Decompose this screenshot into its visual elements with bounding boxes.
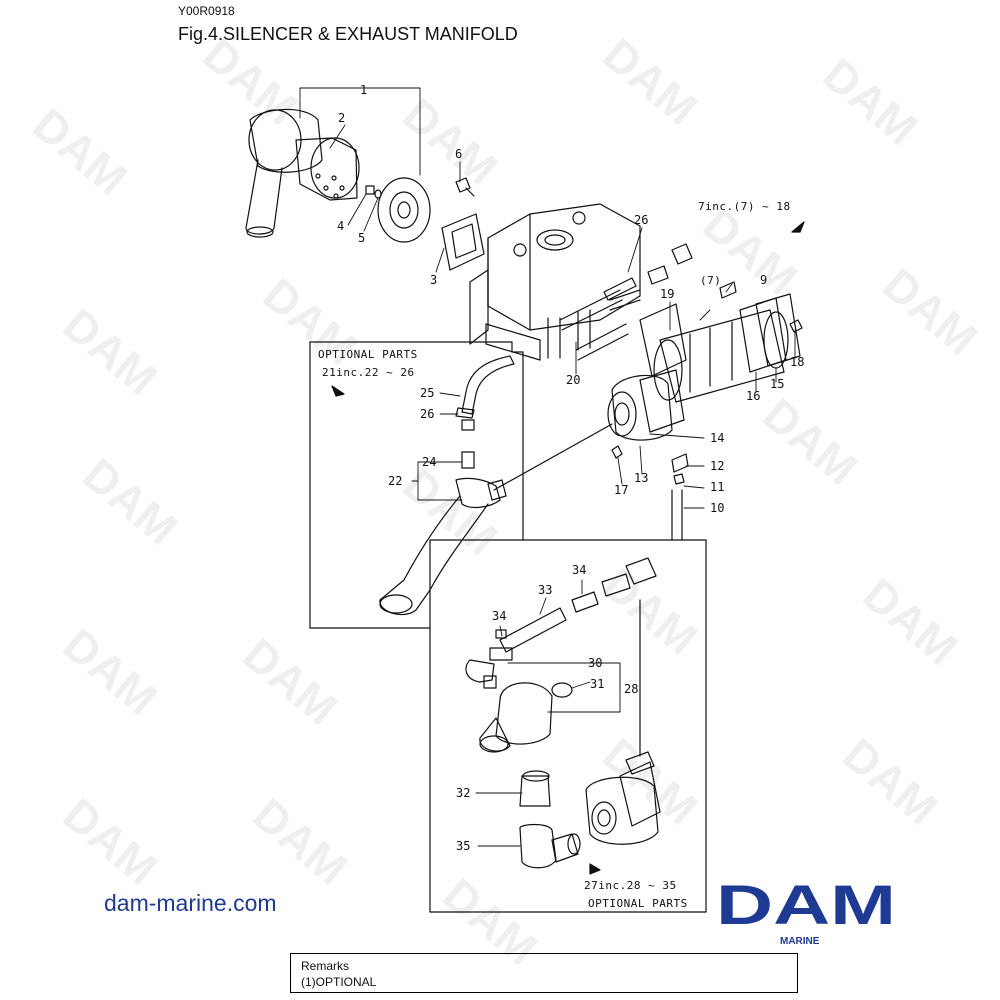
watermark-text: DAM (594, 558, 708, 665)
watermark-text: DAM (54, 618, 168, 725)
group-labels: 7inc.(7) ~ 18 (7) OPTIONAL PARTS 21inc.2… (318, 200, 791, 910)
watermark-text: DAM (814, 48, 928, 155)
group-arrow-27 (589, 863, 601, 875)
callout-20: 20 (566, 373, 580, 387)
silencer-assembly (245, 108, 485, 271)
callout-4: 4 (337, 219, 344, 233)
callout-5: 5 (358, 231, 365, 245)
group-label-7-paren: (7) (700, 274, 721, 287)
optional-mixing-elbow-parts (379, 355, 613, 615)
callout-19: 19 (660, 287, 674, 301)
figure-title: Fig.4.SILENCER & EXHAUST MANIFOLD (178, 24, 518, 44)
leader-lines (299, 87, 796, 847)
optional-water-pump-parts (465, 557, 661, 869)
watermark-text: DAM (74, 448, 188, 555)
remarks-box: Remarks (1)OPTIONAL (290, 953, 798, 993)
watermark-text: DAM (594, 28, 708, 135)
remarks-note: (1)OPTIONAL (301, 975, 377, 989)
watermark-text: DAM (854, 568, 968, 675)
callout-24: 24 (422, 455, 436, 469)
callout-28: 28 (624, 682, 638, 696)
callout-2: 2 (338, 111, 345, 125)
callout-22: 22 (388, 474, 402, 488)
watermark-layer: DAM DAM DAM DAM DAM DAM DAM DAM DAM DAM … (24, 28, 988, 975)
callout-26: 26 (634, 213, 648, 227)
watermark-text: DAM (244, 788, 358, 895)
group-arrow-7 (791, 221, 805, 233)
watermark-text: DAM (54, 788, 168, 895)
document-code: Y00R0918 (178, 4, 235, 18)
optional-top-title: OPTIONAL PARTS (318, 348, 418, 361)
watermark-text: DAM (234, 628, 348, 735)
callout-12: 12 (710, 459, 724, 473)
group-arrow-21 (331, 385, 345, 397)
watermark-text: DAM (394, 458, 508, 565)
callout-33: 33 (538, 583, 552, 597)
optional-bottom-title: OPTIONAL PARTS (588, 897, 688, 910)
logo-subtext: MARINE (780, 936, 820, 947)
group-label-7: 7inc.(7) ~ 18 (698, 200, 791, 213)
watermark-text: DAM (874, 258, 988, 365)
callout-34-lower: 34 (492, 609, 506, 623)
callout-34-upper: 34 (572, 563, 586, 577)
logo-text: DAM (716, 873, 896, 936)
callout-16: 16 (746, 389, 760, 403)
callout-3: 3 (430, 273, 437, 287)
callout-35: 35 (456, 839, 470, 853)
callout-26-optional: 26 (420, 407, 434, 421)
watermark-text: DAM (594, 728, 708, 835)
callout-32: 32 (456, 786, 470, 800)
callout-10: 10 (710, 501, 724, 515)
optional-top-includes: 21inc.22 ~ 26 (322, 366, 415, 379)
optional-bottom-frame (429, 539, 707, 913)
callout-13: 13 (634, 471, 648, 485)
callout-9: 9 (760, 273, 767, 287)
watermark-text: DAM (694, 198, 808, 305)
engine-head (469, 203, 641, 361)
callout-25: 25 (420, 386, 434, 400)
callout-labels: 1 2 3 4 5 6 9 10 11 12 13 14 15 16 17 18… (337, 83, 804, 853)
dam-marine-logo: DAM MARINE (716, 873, 896, 947)
remarks-title: Remarks (301, 959, 350, 973)
optional-bottom-includes: 27inc.28 ~ 35 (584, 879, 677, 892)
callout-14: 14 (710, 431, 724, 445)
callout-31: 31 (590, 677, 604, 691)
callout-11: 11 (710, 480, 724, 494)
watermark-text: DAM (834, 728, 948, 835)
watermark-text: DAM (754, 388, 868, 495)
callout-15: 15 (770, 377, 784, 391)
callout-18: 18 (790, 355, 804, 369)
website-link[interactable]: dam-marine.com (104, 890, 277, 916)
callout-17: 17 (614, 483, 628, 497)
watermark-text: DAM (54, 298, 168, 405)
watermark-text: DAM (24, 98, 138, 205)
callout-6: 6 (455, 147, 462, 161)
callout-30: 30 (588, 656, 602, 670)
callout-1: 1 (360, 83, 367, 97)
